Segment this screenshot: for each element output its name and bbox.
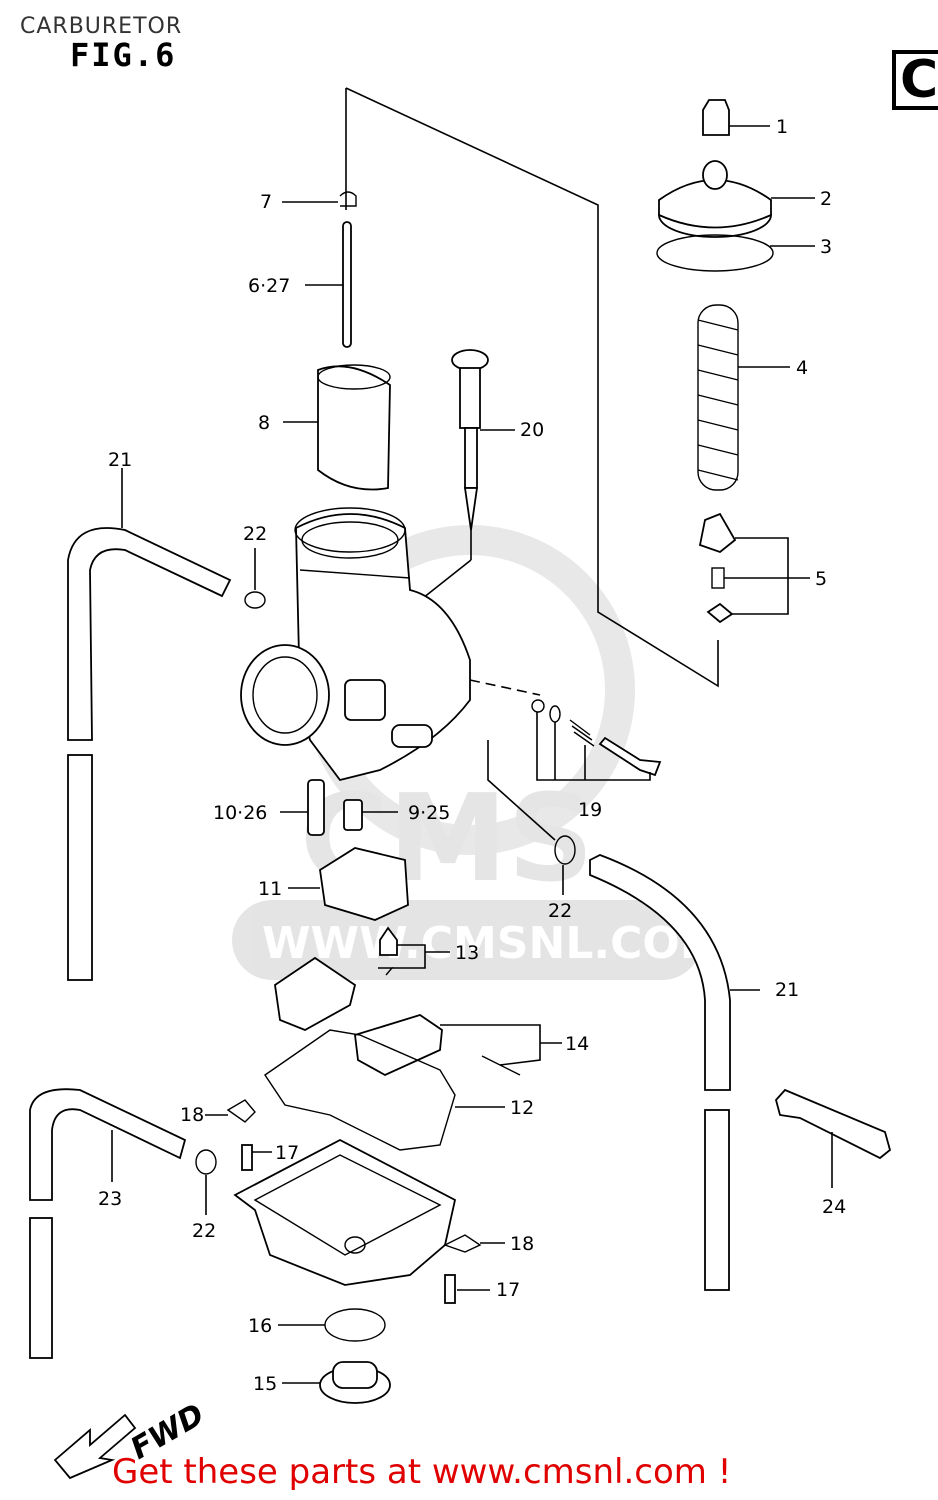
part-23-overflow-tube [29, 1088, 187, 1359]
assembly-outline [345, 87, 719, 688]
part-21-vent-tube-right [589, 854, 760, 1291]
callout-3: 3 [820, 236, 832, 258]
part-21-vent-tube-left [67, 468, 232, 981]
callout-22-lower: 22 [192, 1220, 216, 1242]
callout-16: 16 [248, 1315, 272, 1337]
part-18-clamp-lower [443, 1234, 505, 1253]
callout-6-27: 6·27 [248, 275, 290, 297]
callout-4: 4 [796, 357, 808, 379]
callout-22-middle: 22 [548, 900, 572, 922]
callout-22-upper: 22 [243, 523, 267, 545]
part-13-float-valve [378, 926, 450, 976]
callout-2: 2 [820, 188, 832, 210]
part-15-drain-plug [282, 1361, 391, 1404]
part-7-clip [282, 191, 357, 207]
callout-17-lower: 17 [496, 1279, 520, 1301]
callout-23: 23 [98, 1188, 122, 1210]
promo-link[interactable]: Get these parts at www.cmsnl.com ! [112, 1452, 732, 1492]
carburetor-body [240, 507, 471, 782]
callout-14: 14 [565, 1033, 589, 1055]
part-22-clamp-upper [244, 548, 266, 609]
float-bowl [233, 1138, 457, 1286]
figure-label: FIG.6 [70, 36, 177, 74]
part-8-throttle-valve [283, 364, 391, 491]
part-3-oring [656, 234, 815, 272]
part-2-top-cap [658, 160, 815, 238]
callout-17-upper: 17 [275, 1142, 299, 1164]
callout-12: 12 [510, 1097, 534, 1119]
part-22-clamp-lower [195, 1149, 217, 1215]
callout-19: 19 [578, 799, 602, 821]
part-1-cap [702, 99, 770, 136]
part-4-spring [697, 304, 790, 491]
part-6-needle [305, 221, 352, 348]
part-12-gasket [264, 1029, 505, 1151]
callout-1: 1 [776, 116, 788, 138]
page-title: CARBURETOR [20, 14, 183, 39]
callout-9-25: 9·25 [408, 802, 450, 824]
callout-21-right: 21 [775, 979, 799, 1001]
callout-10-26: 10·26 [213, 802, 267, 824]
callout-20: 20 [520, 419, 544, 441]
part-10-needle-jet [280, 779, 325, 836]
part-17-screw-lower [444, 1274, 490, 1304]
callout-24: 24 [822, 1196, 846, 1218]
callout-8: 8 [258, 412, 270, 434]
part-16-oring [278, 1308, 386, 1342]
callout-18-lower: 18 [510, 1233, 534, 1255]
part-18-clamp-upper [205, 1099, 256, 1123]
section-letter: C [900, 50, 938, 110]
part-11-baffle [288, 847, 409, 921]
callout-11: 11 [258, 878, 282, 900]
callout-7: 7 [260, 191, 272, 213]
part-22-clamp-middle [487, 740, 576, 895]
watermark-band [232, 900, 702, 980]
part-24-bracket [775, 1088, 892, 1188]
part-14-floats [274, 956, 562, 1077]
callout-21-left: 21 [108, 449, 132, 471]
callout-13: 13 [455, 942, 479, 964]
part-19-pilot-screw [469, 679, 662, 781]
watermark-url: WWW.CMSNL.COM [262, 918, 724, 969]
part-5-needle-set [698, 512, 810, 624]
part-9-main-jet [343, 799, 398, 831]
callout-15: 15 [253, 1373, 277, 1395]
section-tab [892, 50, 938, 110]
part-17-screw-upper [241, 1144, 272, 1171]
callout-18-upper: 18 [180, 1104, 204, 1126]
callout-5: 5 [815, 568, 827, 590]
